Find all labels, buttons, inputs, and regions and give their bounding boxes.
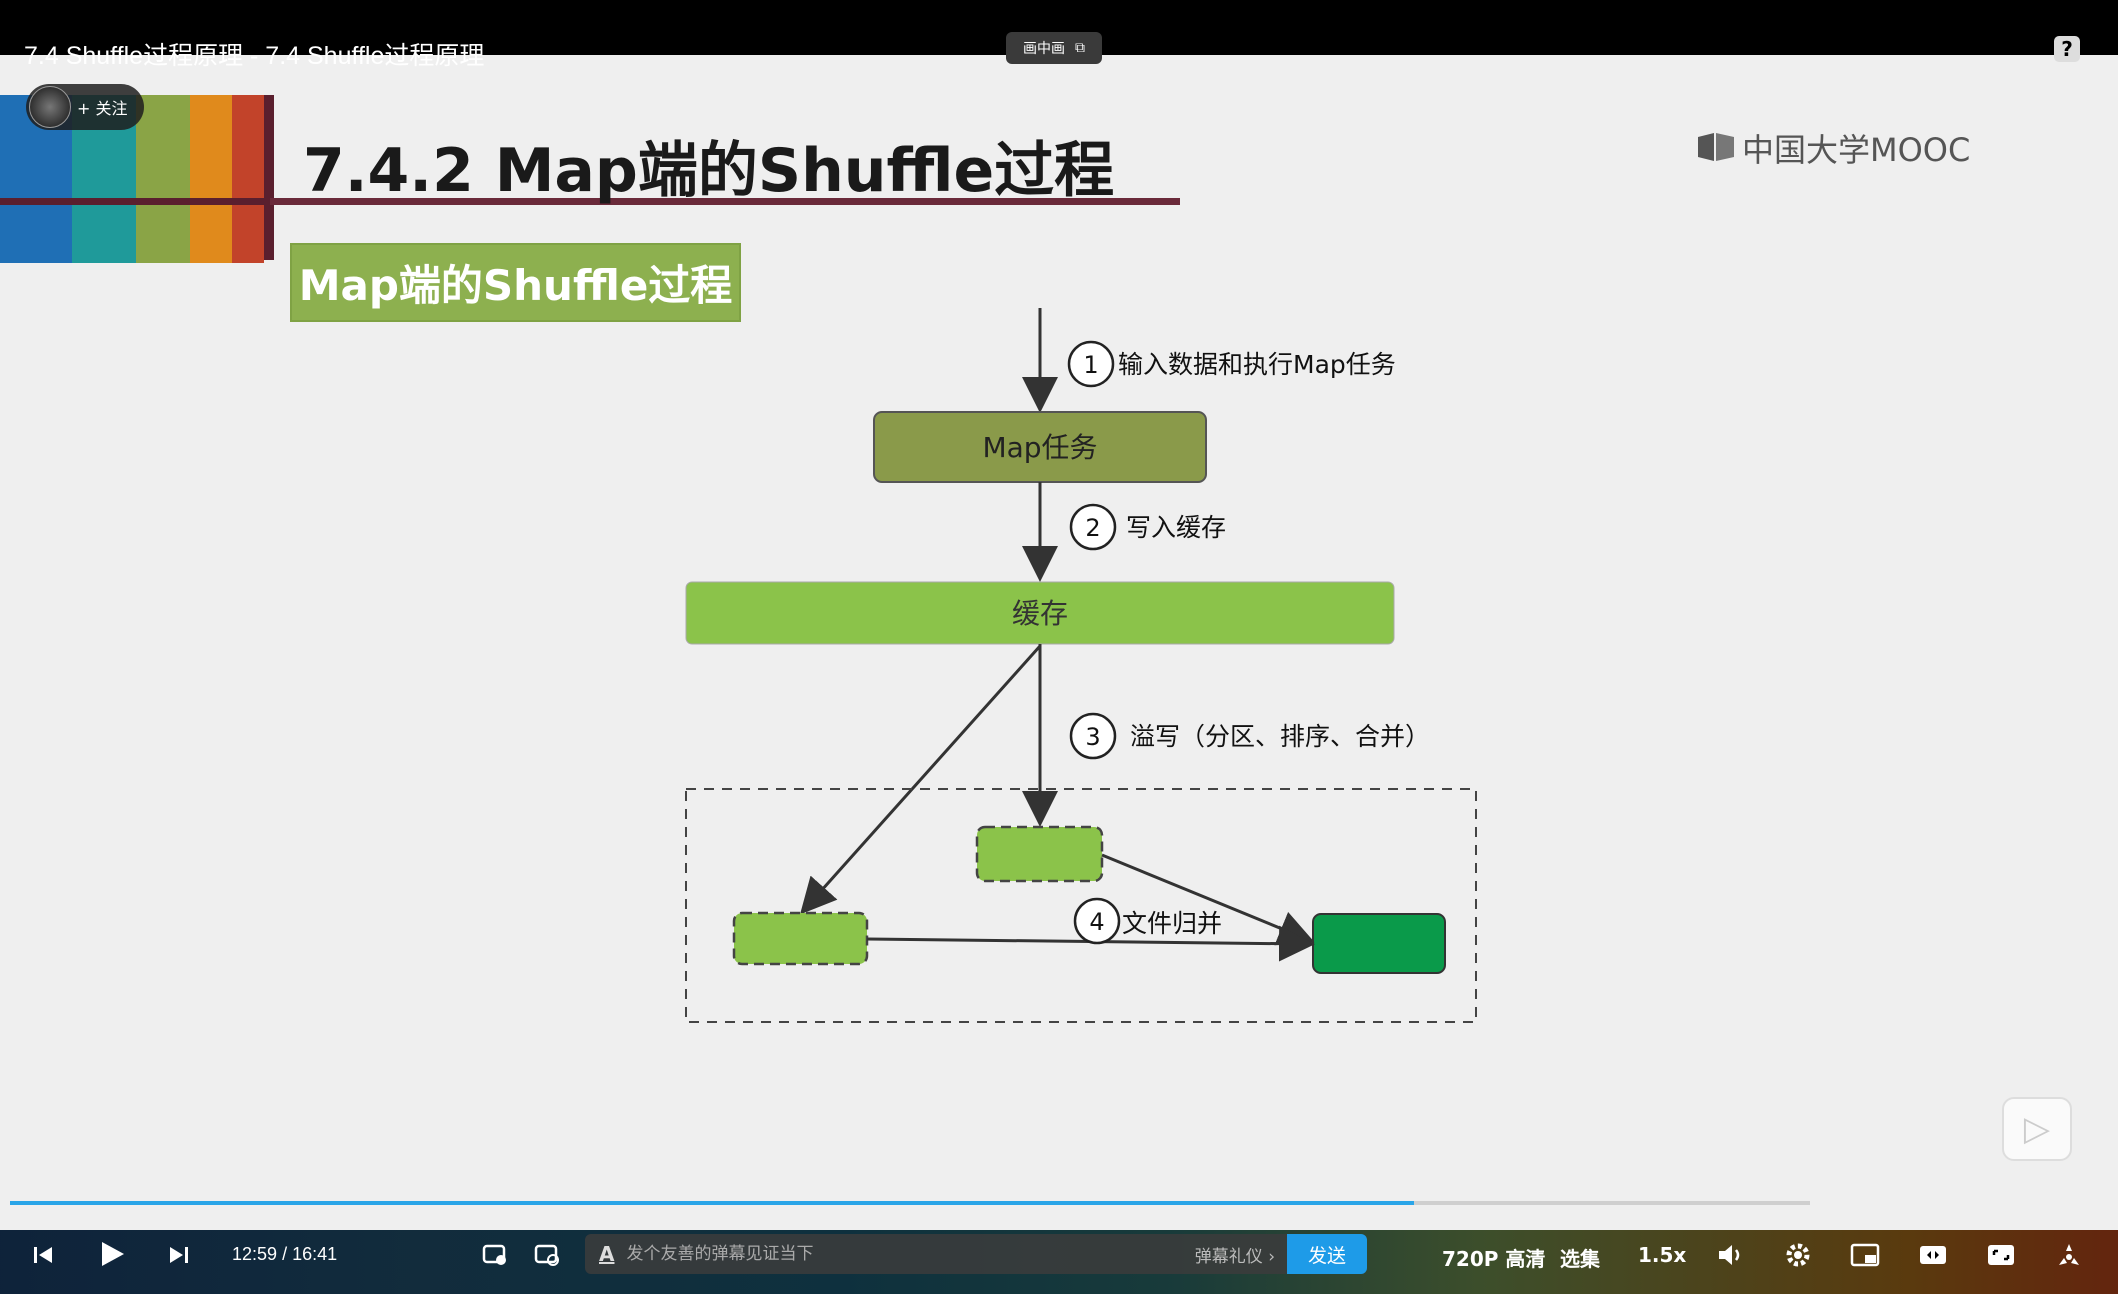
mini-player-icon[interactable]: [1848, 1240, 1882, 1270]
slide-title: 7.4.2 Map端的Shuffle过程: [303, 136, 1115, 206]
title-underline: [270, 198, 1180, 205]
danmaku-style-icon[interactable]: A: [599, 1242, 615, 1266]
current-time: 12:59: [232, 1244, 278, 1264]
prev-icon[interactable]: [28, 1240, 58, 1270]
slide-frame: [0, 55, 2118, 1230]
widescreen-icon[interactable]: [1916, 1240, 1950, 1270]
danmaku-toggle-icon[interactable]: [480, 1239, 510, 1269]
settings-gear-icon[interactable]: [1782, 1240, 1814, 1270]
volume-icon[interactable]: [1714, 1240, 1746, 1270]
follow-label: + 关注: [77, 99, 128, 118]
video-title: 7.4 Shuffle过程原理 - 7.4 Shuffle过程原理: [24, 42, 485, 70]
danmaku-input[interactable]: [624, 1243, 1195, 1265]
pip-icon: ⧉: [1075, 40, 1085, 56]
mooc-logo-icon: [1698, 133, 1734, 161]
uploader-avatar[interactable]: [29, 86, 71, 128]
mooc-logo: 中国大学MOOC: [1696, 125, 1970, 171]
danmaku-settings-icon[interactable]: [532, 1239, 562, 1269]
quality-button[interactable]: 720P 高清: [1442, 1247, 1546, 1271]
mooc-logo-text: 中国大学MOOC: [1742, 131, 1971, 169]
web-fullscreen-icon[interactable]: [1984, 1240, 2018, 1270]
side-play-icon[interactable]: ▷: [2002, 1097, 2072, 1161]
fullscreen-icon[interactable]: [2052, 1240, 2086, 1270]
next-icon[interactable]: [164, 1240, 194, 1270]
danmaku-etiquette-link[interactable]: 弹幕礼仪 ›: [1194, 1246, 1275, 1267]
pip-label: 画中画: [1023, 41, 1065, 57]
play-icon[interactable]: [94, 1236, 130, 1272]
help-icon[interactable]: ?: [2054, 36, 2080, 62]
title-rule: [264, 95, 274, 260]
speed-button[interactable]: 1.5x: [1638, 1243, 1687, 1267]
progress-fill[interactable]: [10, 1201, 1414, 1205]
send-button[interactable]: 发送: [1287, 1234, 1367, 1274]
danmaku-box: A 弹幕礼仪 ›: [585, 1234, 1367, 1274]
stripe-underline: [0, 198, 270, 205]
follow-button[interactable]: + 关注: [26, 84, 144, 130]
time-display: 12:59 / 16:41: [232, 1244, 337, 1265]
episodes-button[interactable]: 选集: [1560, 1247, 1600, 1271]
section-label: Map端的Shuffle过程: [290, 243, 741, 322]
duration: 16:41: [292, 1244, 338, 1264]
pip-button[interactable]: 画中画 ⧉: [1006, 32, 1102, 64]
time-separator: /: [282, 1244, 288, 1264]
